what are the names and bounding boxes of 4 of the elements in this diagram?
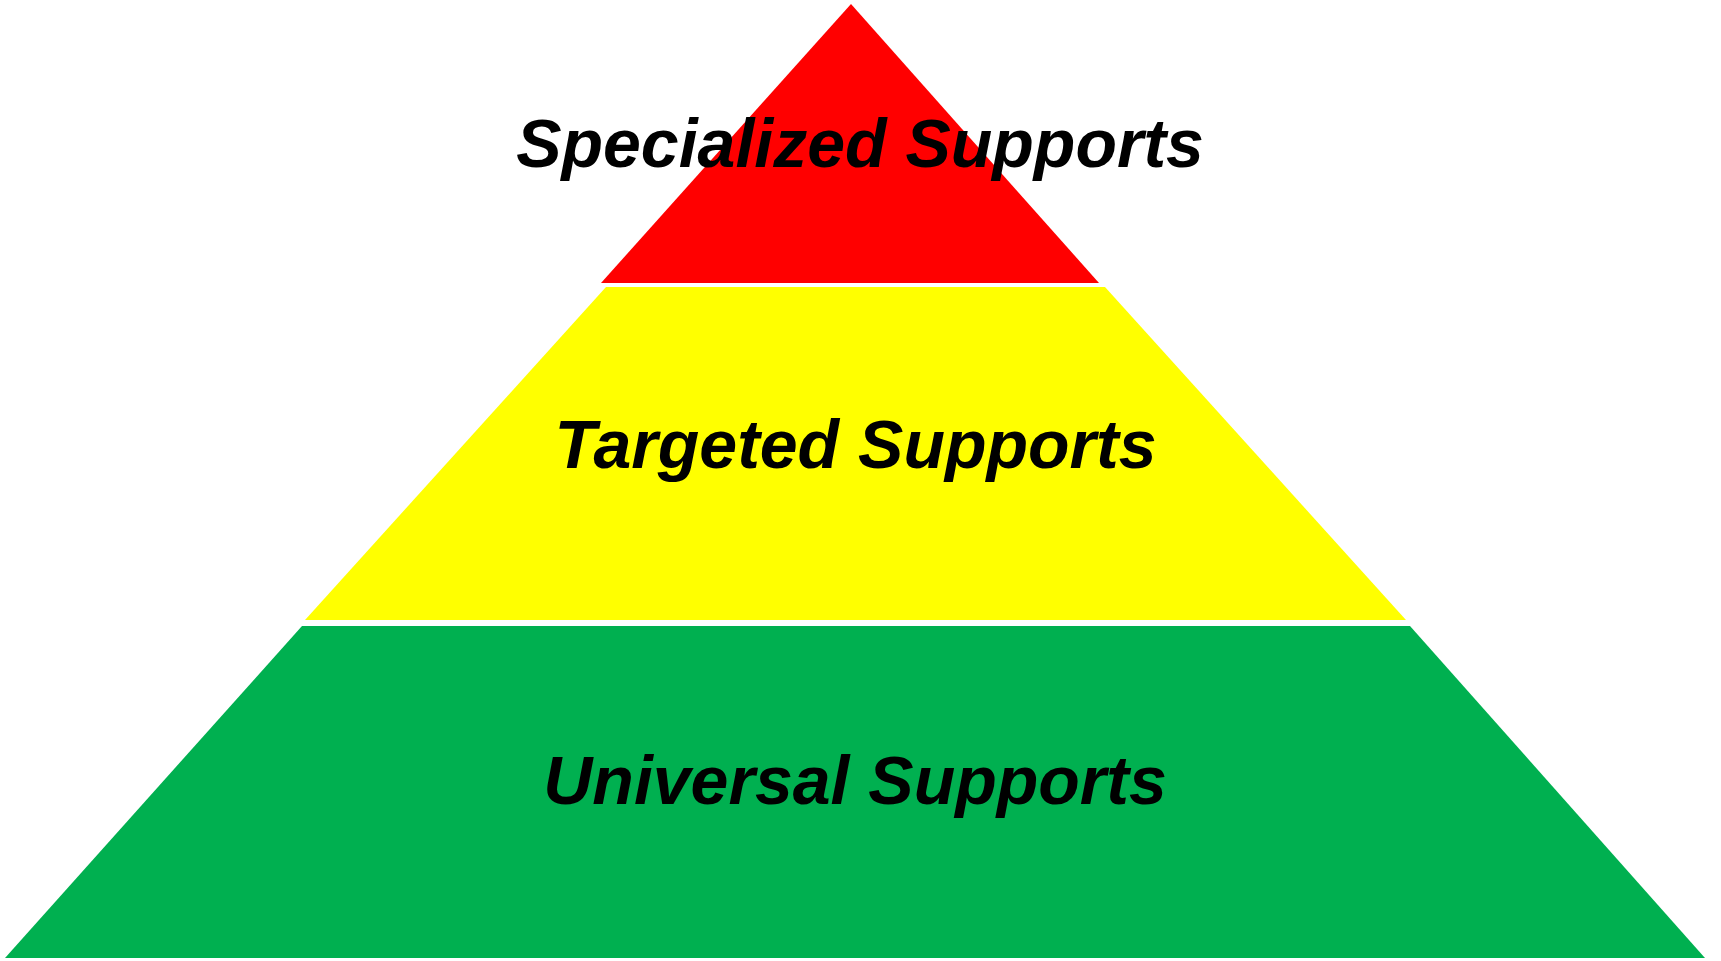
pyramid-tier — [305, 287, 1406, 620]
pyramid-tier — [5, 626, 1705, 958]
tier-label: Universal Supports — [543, 741, 1167, 819]
tier-label: Targeted Supports — [554, 405, 1157, 483]
